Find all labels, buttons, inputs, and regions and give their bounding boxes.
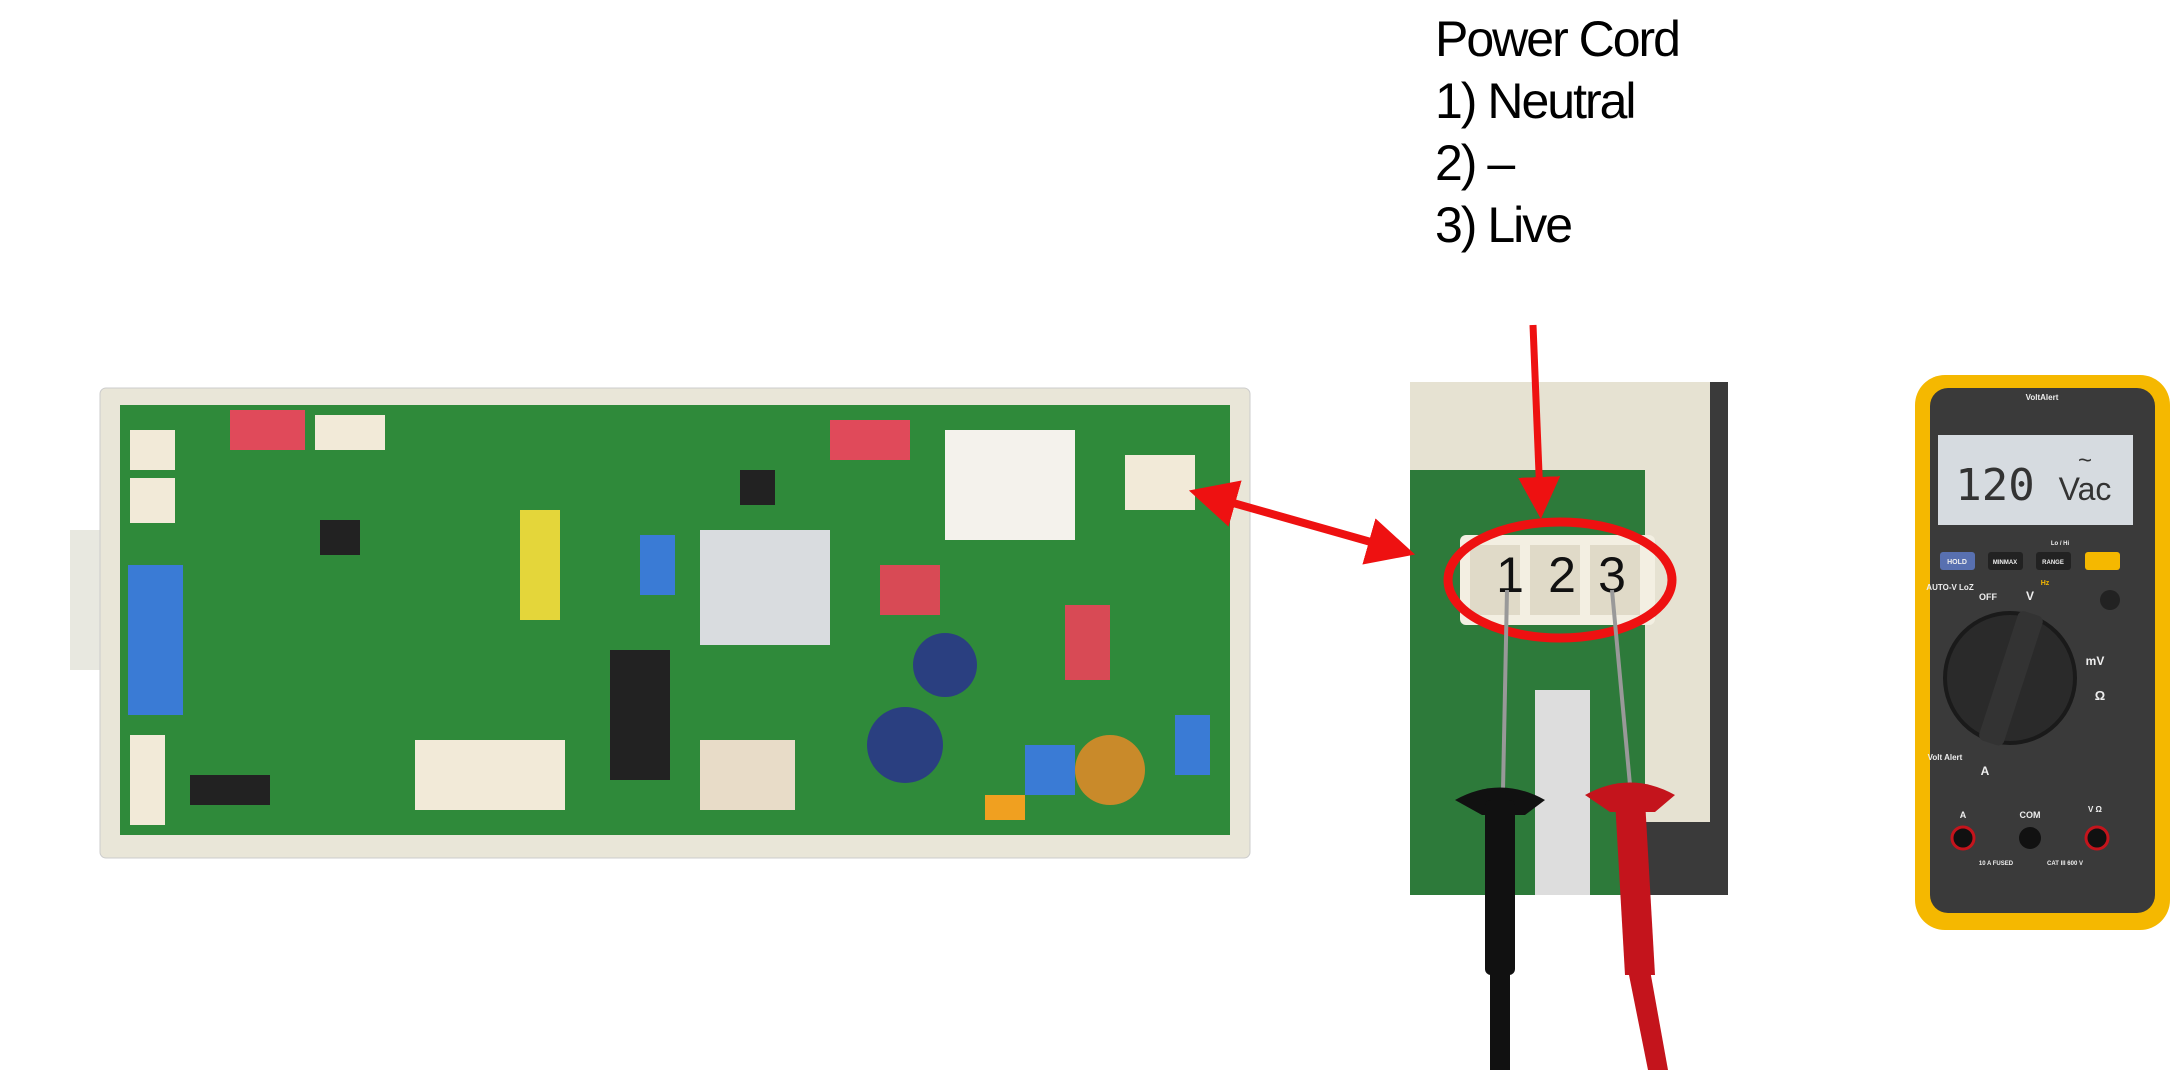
control-board-image [70, 387, 1251, 859]
range-hint: Lo / Hi [2051, 541, 2070, 547]
svg-text:Hz: Hz [2041, 580, 2050, 587]
multimeter-image: VoltAlert 120 Vac ~ Lo / Hi HOLD MINMAX … [1915, 375, 2170, 930]
meter-unit: Vac [2059, 471, 2112, 507]
hold-button[interactable] [1940, 552, 1975, 570]
svg-text:CAT III 600 V: CAT III 600 V [2047, 861, 2083, 867]
svg-text:HOLD: HOLD [1947, 559, 1967, 566]
caption-title: Power Cord [1435, 11, 1681, 67]
double-arrow [1188, 480, 1416, 565]
yellow-button[interactable] [2085, 552, 2120, 570]
meter-display [1938, 435, 2133, 525]
meter-brand: VoltAlert [2026, 393, 2059, 402]
pointer-arrow [1518, 324, 1561, 519]
blue-connector [128, 565, 183, 715]
v-jack[interactable] [2084, 825, 2110, 851]
connector-highlight-ellipse [1443, 517, 1677, 643]
svg-text:A: A [1981, 764, 1990, 778]
svg-text:A: A [1960, 810, 1967, 820]
svg-text:RANGE: RANGE [2042, 560, 2064, 566]
power-connector [1125, 455, 1195, 510]
black-test-probe [1455, 589, 1545, 1070]
minmax-button[interactable] [1988, 552, 2023, 570]
svg-text:OFF: OFF [1979, 592, 1997, 602]
com-jack[interactable] [2019, 827, 2041, 849]
svg-text:~: ~ [2078, 447, 2092, 474]
svg-text:AUTO-V LoZ: AUTO-V LoZ [1926, 583, 1974, 592]
svg-text:V Ω: V Ω [2088, 805, 2103, 814]
svg-text:COM: COM [2020, 810, 2041, 820]
caption-pin-1: 1) Neutral [1435, 73, 1637, 129]
range-button[interactable] [2036, 552, 2071, 570]
svg-text:Volt Alert: Volt Alert [1928, 753, 1963, 762]
backlight-button[interactable] [2100, 590, 2120, 610]
svg-text:V: V [2026, 589, 2034, 603]
caption-pin-2: 2) – [1435, 135, 1515, 191]
pin-label-2: 2 [1548, 547, 1576, 603]
svg-text:10 A FUSED: 10 A FUSED [1979, 861, 2014, 867]
caption-pin-3: 3) Live [1435, 197, 1573, 253]
power-cord-caption: Power Cord 1) Neutral 2) – 3) Live [1435, 8, 1681, 256]
svg-text:Ω: Ω [2095, 688, 2105, 703]
a-jack[interactable] [1950, 825, 1976, 851]
svg-text:MINMAX: MINMAX [1993, 560, 2017, 566]
svg-text:mV: mV [2086, 654, 2105, 668]
meter-reading: 120 [1955, 460, 2034, 511]
pin-label-1: 1 [1496, 547, 1524, 603]
red-test-probe [1585, 589, 1675, 1070]
